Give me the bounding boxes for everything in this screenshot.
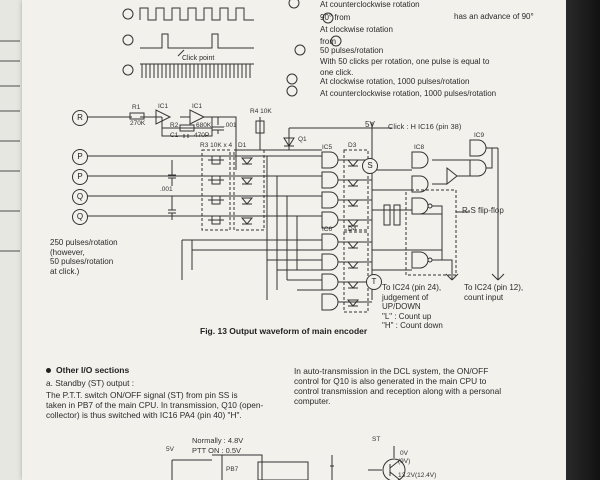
ptt-label: PTT ON : 0.5V <box>192 446 242 455</box>
desc-line-9: At clockwise rotation, 1000 pulses/rotat… <box>320 77 470 86</box>
click-point-label: Click point <box>182 55 215 62</box>
r2-label: R2 <box>170 122 179 129</box>
to-ic24-24-line5: "H" : Count down <box>382 321 443 330</box>
to-ic24-12-line2: count input <box>464 292 504 302</box>
pb7-label: PB7 <box>226 466 239 473</box>
annotation-250-pulses: 250 pulses/rotation (however, 50 pulses/… <box>50 238 118 276</box>
desc-line-1: At counterclockwise rotation <box>320 0 420 9</box>
r2-value: 680K <box>196 122 212 129</box>
adjacent-page-edge <box>0 0 26 480</box>
desc-line-10: At counterclockwise rotation, 1000 pulse… <box>320 89 497 98</box>
to-ic24-24-line4: "L" : Count up <box>382 311 432 321</box>
right-line-4: computer. <box>294 396 331 406</box>
c1-label: C1 <box>170 132 179 139</box>
left-paragraph: The P.T.T. switch ON/OFF signal (ST) fro… <box>46 390 263 420</box>
desc-line-6: 50 pulses/rotation <box>320 46 384 55</box>
terminal-r: R <box>72 110 88 126</box>
voltage-0v-label: 0V <box>400 450 408 457</box>
desc-line-5: from <box>320 37 336 46</box>
click-ic16-label: Click : H IC16 (pin 38) <box>388 122 462 131</box>
to-ic24-12-line1: To IC24 (pin 12), <box>464 283 524 292</box>
ic1b-label: IC1 <box>192 103 203 110</box>
c1-value: 470P <box>194 132 210 139</box>
right-line-1: In auto-transmission in the DCL system, … <box>294 366 489 376</box>
left-line-3: collector) is thus switched with IC16 PA… <box>46 410 242 420</box>
terminal-q1: Q <box>72 189 88 205</box>
section-subheading: a. Standby (ST) output : <box>46 378 135 388</box>
annotation-250-line4: at click.) <box>50 266 80 276</box>
desc-line-8: one click. <box>320 68 354 77</box>
ic8-label: IC8 <box>414 144 425 151</box>
desc-line-7: With 50 clicks per rotation, one pulse i… <box>320 57 490 66</box>
terminal-p1: P <box>72 149 88 165</box>
c2-value: .001 <box>224 122 237 129</box>
manual-page: At counterclockwise rotation 90° from At… <box>22 0 570 480</box>
terminal-s: S <box>362 158 378 174</box>
bottom-supply-label: 5V <box>166 446 174 453</box>
figure-caption: Fig. 13 Output waveform of main encoder <box>200 326 368 336</box>
st-label: ST <box>372 436 381 443</box>
right-line-2: control for Q10 is also generated in the… <box>294 376 487 386</box>
normally-label: Normally : 4.8V <box>192 436 244 445</box>
d1-label: D1 <box>238 142 247 149</box>
to-ic24-24-line3: UP/DOWN <box>382 302 421 311</box>
annotation-250-line3: 50 pulses/rotation <box>50 257 114 266</box>
ic6-label: IC6 <box>322 226 333 233</box>
desc-line-3: At clockwise rotation <box>320 25 393 34</box>
ic5-label: IC5 <box>322 144 333 151</box>
schematic-drawing <box>82 0 505 480</box>
right-paragraph: In auto-transmission in the DCL system, … <box>294 366 501 406</box>
cap-value-label: .001 <box>160 186 173 193</box>
left-line-2: taken in PB7 of the main CPU. In transmi… <box>46 400 264 410</box>
dark-background <box>566 0 600 480</box>
ic1a-label: IC1 <box>158 103 169 110</box>
to-ic24-24-line2: judgement of <box>382 292 429 302</box>
left-line-1: The P.T.T. switch ON/OFF signal (ST) fro… <box>46 390 238 400</box>
r1-value: 270K <box>130 120 146 127</box>
voltage-13v-label: 13.2V(12.4V) <box>398 472 437 479</box>
d4-label: D4 <box>348 226 357 233</box>
section-heading: Other I/O sections <box>46 365 129 375</box>
bullet-icon <box>46 368 51 374</box>
supply-5v-label: 5V <box>365 120 375 129</box>
r4-label: R4 10K <box>250 108 272 115</box>
right-line-3: control transmission and reception along… <box>294 386 502 396</box>
annotation-250-line1: 250 pulses/rotation <box>50 238 118 247</box>
terminal-p2: P <box>72 169 88 185</box>
section-heading-text: Other I/O sections <box>56 365 130 375</box>
rs-flipflop-label: R-S flip-flop <box>462 206 504 215</box>
desc-line-4: has an advance of 90° <box>454 12 534 21</box>
annotation-250-line2: (however, <box>50 247 85 257</box>
voltage-9v-label: (9V) <box>398 458 411 465</box>
annotation-to-ic24-24: To IC24 (pin 24), judgement of UP/DOWN "… <box>382 283 443 331</box>
annotation-to-ic24-12: To IC24 (pin 12), count input <box>464 283 523 302</box>
q1-label: Q1 <box>298 136 307 143</box>
r1-label: R1 <box>132 104 141 111</box>
desc-line-2: 90° from <box>320 13 351 22</box>
r3-label: R3 10K x 4 <box>200 142 233 149</box>
d3-label: D3 <box>348 142 357 149</box>
terminal-t: T <box>366 274 382 290</box>
terminal-q2: Q <box>72 209 88 225</box>
ic9-label: IC9 <box>474 132 485 139</box>
to-ic24-24-line1: To IC24 (pin 24), <box>382 283 442 292</box>
